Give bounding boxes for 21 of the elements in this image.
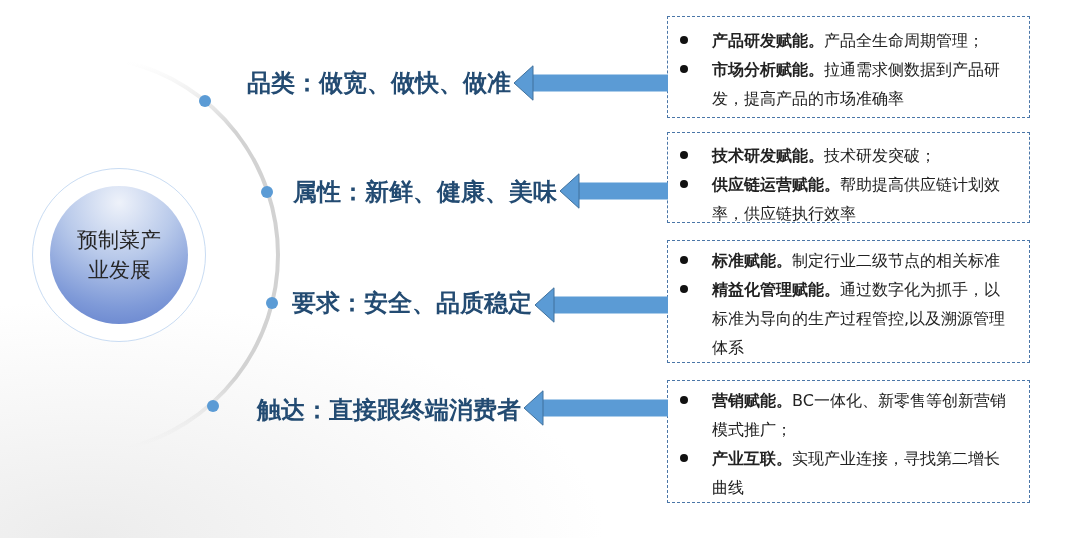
heading-text: 触达：直接跟终端消费者: [257, 395, 521, 425]
bullet-text: 精益化管理赋能。通过数字化为抓手，以标准为导向的生产过程管控,以及溯源管理体系: [712, 279, 1007, 359]
bullet-text: 产品研发赋能。产品全生命周期管理；: [712, 30, 985, 52]
bullet-text: 标准赋能。制定行业二级节点的相关标准: [712, 250, 1001, 272]
heading-text: 要求：安全、品质稳定: [292, 288, 532, 318]
heading-text: 属性：新鲜、健康、美味: [293, 177, 557, 207]
bullet-text: 营销赋能。BC一体化、新零售等创新营销模式推广；: [712, 390, 1007, 441]
dashed-text-box: [667, 132, 1030, 223]
arrow: [534, 287, 668, 323]
dashed-text-box: [667, 240, 1030, 363]
dashed-text-box: [667, 16, 1030, 118]
bullet-text: 市场分析赋能。拉通需求侧数据到产品研发，提高产品的市场准确率: [712, 59, 1001, 110]
arrow: [513, 65, 668, 101]
bullet-text: 产业互联。实现产业连接，寻找第二增长曲线: [712, 448, 1001, 499]
arrow: [559, 173, 668, 209]
circle-text: 预制菜产业发展: [76, 227, 162, 284]
bullet-text: 技术研发赋能。技术研发突破；: [712, 145, 937, 167]
dashed-text-box: [667, 380, 1030, 503]
arrow: [523, 390, 668, 426]
heading-text: 品类：做宽、做快、做准: [247, 68, 511, 98]
bullet-text: 供应链运营赋能。帮助提高供应链计划效率，供应链执行效率: [712, 174, 1001, 225]
